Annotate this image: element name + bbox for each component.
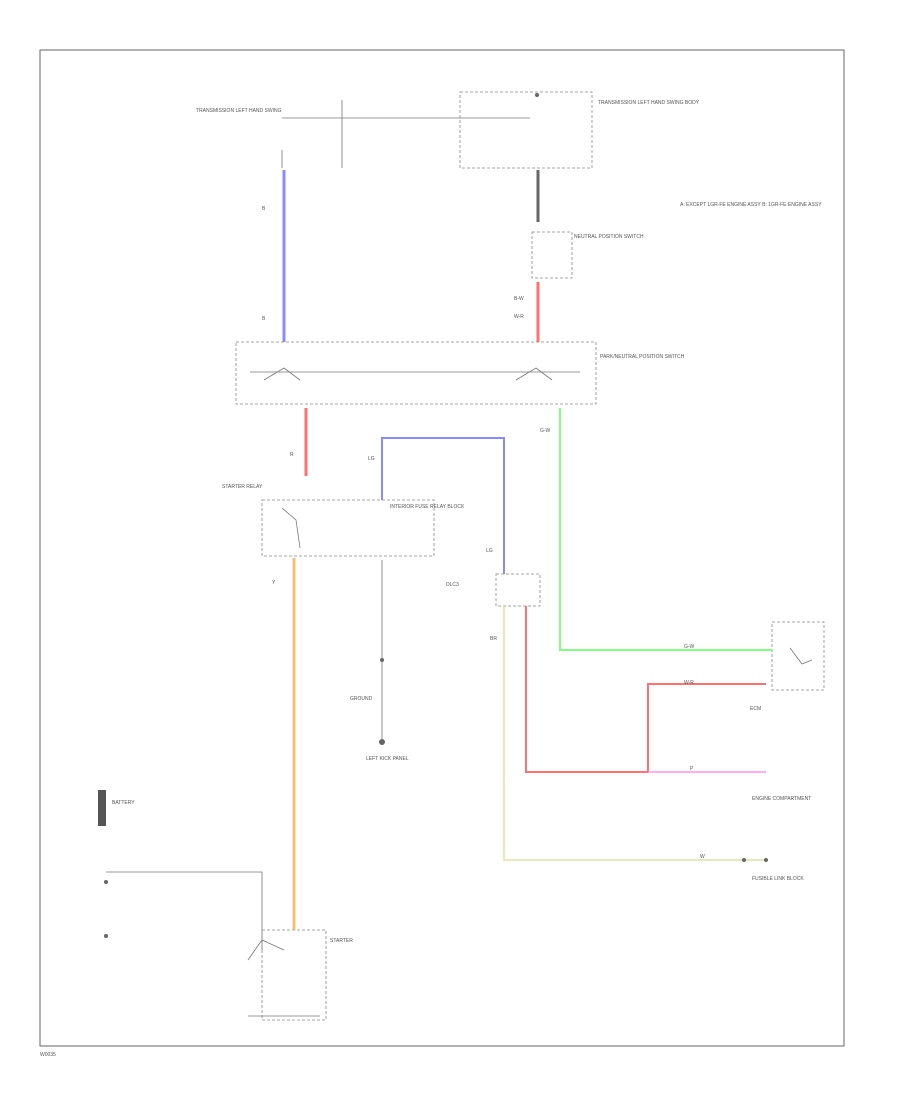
starter-relay-box [261, 499, 435, 557]
ecm-box [771, 621, 825, 691]
diagram-frame [39, 49, 845, 1047]
label-wire-p: P [690, 766, 694, 772]
label-trans-left: TRANSMISSION LEFT HAND SWING [196, 108, 282, 114]
label-wire-lg-1: LG [368, 456, 375, 462]
switch-left-contact [263, 367, 301, 381]
label-wire-gw-2: G-W [684, 644, 695, 650]
label-wire-b-1: B [262, 206, 266, 212]
relay-switch [281, 507, 301, 549]
footer-id: W0035 [40, 1052, 56, 1058]
label-wire-br: BR [490, 636, 497, 642]
label-wire-gw: G-W [540, 428, 551, 434]
dlc3-box [495, 573, 541, 607]
switch-right-contact [515, 367, 553, 381]
label-starter-relay: STARTER RELAY [222, 484, 263, 490]
neutral-switch-box [531, 231, 573, 279]
label-ecm: ECM [750, 706, 761, 712]
trans-right-box [459, 91, 593, 169]
ground-symbol [379, 739, 385, 745]
yellow-node-1 [742, 858, 746, 862]
starter-box [261, 929, 327, 1021]
ground-node [380, 658, 384, 662]
starter-switch [247, 939, 285, 961]
label-wire-r: R [290, 452, 294, 458]
label-battery: BATTERY [112, 800, 135, 806]
label-park-neutral: PARK/NEUTRAL POSITION SWITCH [600, 354, 685, 360]
label-ground: GROUND [350, 696, 373, 702]
wire-red-dlc3 [525, 606, 766, 773]
label-dlc3: DLC3 [446, 582, 459, 588]
battery-node-top [104, 880, 108, 884]
label-engine-comp: ENGINE COMPARTMENT [752, 796, 811, 802]
battery-block [98, 790, 106, 826]
label-notes: A: EXCEPT 1GR-FE ENGINE ASSY B: 1GR-FE E… [680, 202, 822, 208]
label-wire-y: Y [272, 580, 276, 586]
wire-green [559, 408, 772, 651]
ecm-switch [789, 647, 813, 665]
battery-node-bottom [104, 934, 108, 938]
label-starter: STARTER [330, 938, 353, 944]
label-interior-fuse: INTERIOR FUSE RELAY BLOCK [390, 504, 465, 510]
label-left-kick: LEFT KICK PANEL [366, 756, 409, 762]
battery-cable [106, 871, 263, 950]
label-wire-wr-mid: W-R [684, 680, 694, 686]
trans-right-node [535, 93, 539, 97]
label-wire-wr-top: W-R [514, 314, 524, 320]
label-wire-w: W [700, 854, 705, 860]
label-wire-lg-2: LG [486, 548, 493, 554]
wire-blue-dlc3 [381, 437, 505, 574]
label-trans-right: TRANSMISSION LEFT HAND SWING BODY [598, 100, 700, 106]
label-fusible: FUSIBLE LINK BLOCK [752, 876, 804, 882]
label-wire-b-2: B [262, 316, 266, 322]
park-neutral-switch-box [235, 341, 597, 405]
label-wire-bw: B-W [514, 296, 524, 302]
label-neutral-switch: NEUTRAL POSITION SWITCH [574, 234, 644, 240]
wire-yellow [503, 606, 766, 861]
yellow-node-2 [764, 858, 768, 862]
